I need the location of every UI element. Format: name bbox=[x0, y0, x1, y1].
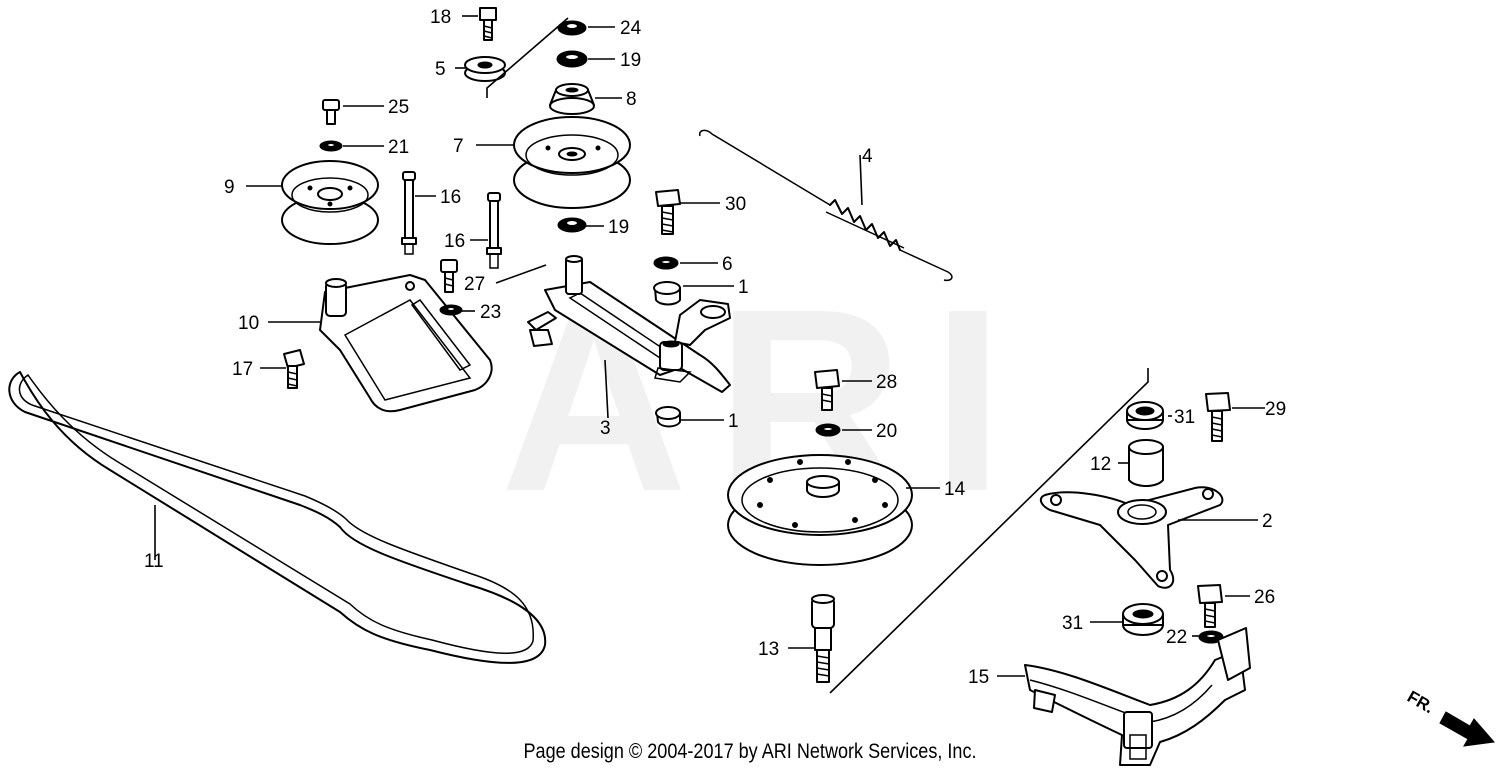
callout-24: 24 bbox=[620, 18, 642, 39]
callout-26: 26 bbox=[1254, 587, 1275, 608]
callout-9: 9 bbox=[224, 177, 235, 198]
callout-30: 30 bbox=[725, 194, 746, 215]
callout-19-top: 19 bbox=[620, 50, 641, 71]
front-label: FR. bbox=[1404, 687, 1437, 717]
bolt-30 bbox=[655, 189, 681, 235]
bearing-31-upper bbox=[1126, 401, 1164, 430]
nut-24 bbox=[557, 20, 587, 36]
spacer-sleeve bbox=[1128, 439, 1164, 487]
bolt-26 bbox=[1197, 584, 1223, 628]
idler-pulley-7 bbox=[513, 116, 631, 209]
callout-27: 27 bbox=[464, 274, 485, 295]
callout-29: 29 bbox=[1265, 399, 1286, 420]
washer-19-bottom bbox=[557, 217, 587, 233]
idler-arm-bracket bbox=[319, 274, 493, 413]
callout-20: 20 bbox=[876, 421, 897, 442]
callout-13: 13 bbox=[758, 639, 779, 660]
leader-lines bbox=[154, 15, 1265, 677]
bolt-18 bbox=[479, 7, 497, 41]
spindle-shaft bbox=[811, 594, 835, 683]
callout-12: 12 bbox=[1090, 454, 1111, 475]
callout-19-bottom: 19 bbox=[608, 217, 629, 238]
callout-8: 8 bbox=[626, 89, 637, 110]
tension-arm bbox=[527, 255, 731, 393]
front-direction-arrow: FR. bbox=[1404, 687, 1495, 747]
bolt-small bbox=[440, 259, 458, 293]
group-bracket-top bbox=[486, 17, 569, 98]
shoulder-bolt-16a bbox=[401, 171, 417, 255]
bolt-28 bbox=[814, 369, 840, 411]
washer-19-top bbox=[556, 50, 588, 68]
callout-16-b: 16 bbox=[444, 231, 465, 252]
collar-1-upper bbox=[653, 281, 681, 306]
callout-3: 3 bbox=[600, 418, 611, 439]
shoulder-bolt-16b bbox=[486, 192, 502, 269]
callout-31-lower: 31 bbox=[1062, 613, 1083, 634]
washer-21 bbox=[319, 140, 343, 152]
bolt-29 bbox=[1205, 392, 1231, 442]
callout-7: 7 bbox=[453, 136, 464, 157]
callout-25: 25 bbox=[388, 97, 409, 118]
page-footer: Page design © 2004-2017 by ARI Network S… bbox=[523, 740, 977, 763]
callout-2: 2 bbox=[1262, 511, 1273, 532]
callout-31-upper: 31 bbox=[1174, 407, 1195, 428]
callout-1-lower: 1 bbox=[728, 411, 739, 432]
callout-23: 23 bbox=[480, 302, 501, 323]
washer-23 bbox=[439, 304, 463, 316]
callout-14: 14 bbox=[944, 479, 966, 500]
v-belt bbox=[8, 371, 547, 664]
callout-16-a: 16 bbox=[440, 187, 461, 208]
washer-6 bbox=[653, 256, 679, 270]
callout-5: 5 bbox=[435, 59, 446, 80]
drive-pulley bbox=[727, 454, 913, 566]
tension-spring bbox=[698, 129, 953, 282]
callout-28: 28 bbox=[876, 372, 897, 393]
callout-18: 18 bbox=[430, 7, 451, 28]
callouts: 18 24 19 5 8 25 7 21 4 9 16 30 19 16 6 2… bbox=[144, 7, 1286, 688]
idler-pulley-9 bbox=[281, 160, 379, 245]
callout-17: 17 bbox=[232, 359, 253, 380]
callout-6: 6 bbox=[722, 254, 733, 275]
callout-11: 11 bbox=[144, 551, 164, 572]
collar-1-lower bbox=[655, 406, 681, 428]
bolt-25 bbox=[322, 99, 340, 125]
bearing-31-lower bbox=[1122, 603, 1164, 636]
callout-10: 10 bbox=[238, 313, 259, 334]
callout-1-upper: 1 bbox=[738, 277, 749, 298]
callout-21: 21 bbox=[388, 137, 409, 158]
bolt-17 bbox=[283, 349, 305, 389]
callout-4: 4 bbox=[862, 146, 873, 167]
callout-22: 22 bbox=[1166, 627, 1187, 648]
belt-guard bbox=[1024, 627, 1251, 766]
bushing-8 bbox=[549, 83, 595, 115]
washer-20 bbox=[815, 423, 841, 437]
callout-15: 15 bbox=[968, 667, 989, 688]
spindle-housing bbox=[1039, 486, 1224, 589]
group-bracket-spindle bbox=[829, 368, 1149, 694]
arrow-icon bbox=[1439, 711, 1495, 747]
